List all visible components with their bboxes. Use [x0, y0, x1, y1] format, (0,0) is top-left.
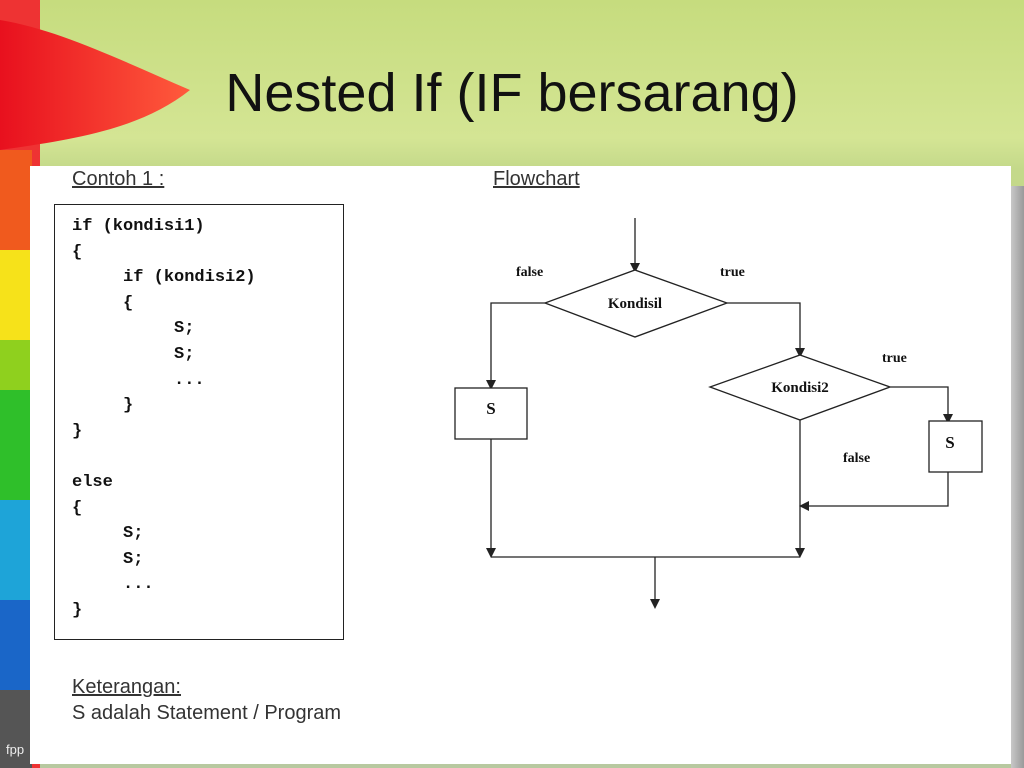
process-left-text: S — [486, 399, 495, 418]
code-line: S; — [72, 549, 144, 569]
page-title: Nested If (IF bersarang) — [225, 63, 799, 123]
decision2-text: Kondisi2 — [771, 380, 829, 396]
code-block: if (kondisi1) { if (kondisi2) { S; S; ...… — [72, 214, 256, 624]
code-line: { — [72, 498, 83, 518]
code-line: } — [72, 396, 134, 416]
decision1-text: Kondisil — [608, 296, 662, 312]
content-panel — [30, 166, 1011, 764]
footer-text: fpp — [6, 742, 25, 757]
d1-false-arrow — [486, 302, 545, 390]
process-right-box — [928, 420, 983, 473]
example-label: Contoh 1 : — [72, 168, 165, 190]
code-line: if (kondisi1) — [72, 217, 205, 236]
d1-false-label: false — [516, 265, 543, 280]
process-left-box — [454, 387, 528, 440]
process-right-text: S — [945, 433, 954, 452]
code-line: else — [72, 472, 113, 492]
code-line: ... — [72, 575, 154, 595]
d1-true-arrow — [727, 302, 805, 358]
merge-arrow — [799, 472, 949, 511]
code-line: { — [72, 293, 134, 313]
flowchart-label: Flowchart — [493, 168, 580, 190]
code-box — [54, 204, 344, 640]
d2-false-label: false — [843, 451, 870, 466]
code-line: } — [72, 600, 83, 620]
d2-true-arrow — [890, 386, 953, 424]
note-text: S adalah Statement / Program — [72, 702, 342, 724]
code-line: { — [72, 242, 83, 262]
d1-true-label: true — [720, 265, 745, 280]
code-line: S; — [72, 344, 195, 364]
code-line: ... — [72, 370, 205, 390]
code-line: if (kondisi2) — [72, 268, 256, 288]
code-line: S; — [72, 319, 195, 339]
code-line: } — [72, 421, 83, 441]
panel-shadow — [1011, 186, 1024, 768]
note-label: Keterangan: — [72, 676, 181, 698]
code-line: S; — [72, 524, 144, 544]
d2-true-label: true — [882, 351, 907, 366]
decision-kondisi1 — [543, 269, 729, 338]
